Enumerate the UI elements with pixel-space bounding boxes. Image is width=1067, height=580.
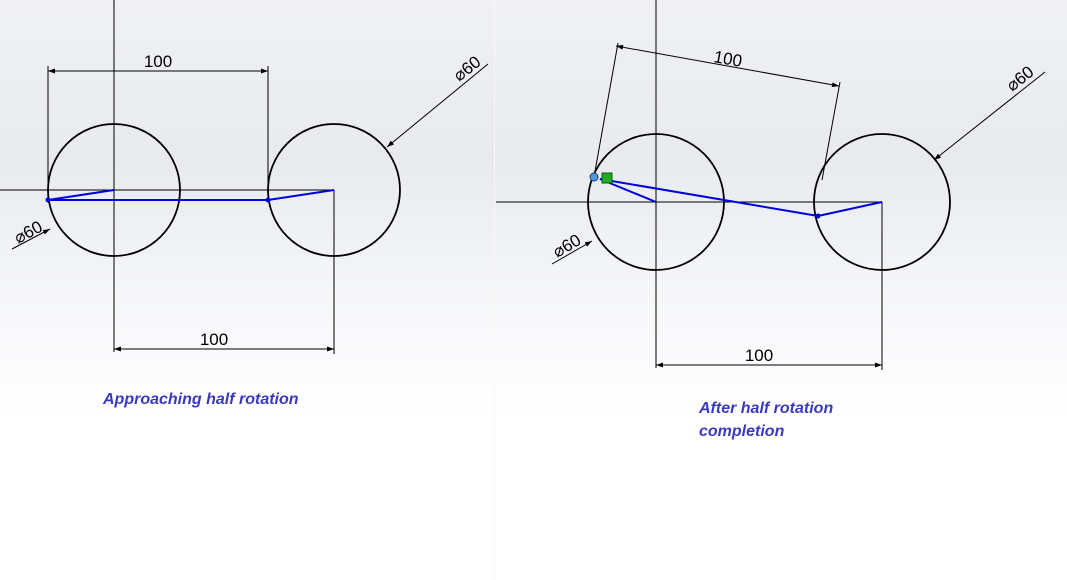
right-linkage-point[interactable] bbox=[815, 213, 821, 219]
right-top-dim-ext-2 bbox=[821, 81, 841, 181]
right-top-dim-ext-1 bbox=[593, 42, 619, 178]
right-view-panel bbox=[494, 0, 1067, 580]
right-bottom-dim-value[interactable]: 100 bbox=[745, 346, 773, 365]
right-diameter-leader-b bbox=[933, 71, 1046, 161]
left-diameter-leader-b bbox=[386, 63, 489, 148]
left-linkage-point-2[interactable] bbox=[265, 197, 271, 203]
right-circle-a[interactable] bbox=[587, 133, 725, 271]
left-view-sketch: 100 100 ⌀60 ⌀60 bbox=[0, 0, 489, 354]
panel-divider bbox=[494, 0, 495, 580]
left-linkage-point-1[interactable] bbox=[45, 197, 51, 203]
right-diameter-leader-a bbox=[551, 240, 593, 265]
right-view-sketch: 100 100 ⌀60 ⌀60 bbox=[496, 0, 1046, 370]
right-top-dim-value[interactable]: 100 bbox=[712, 47, 743, 71]
right-diameter-label-a[interactable]: ⌀60 bbox=[550, 230, 585, 261]
left-diameter-label-a[interactable]: ⌀60 bbox=[11, 217, 46, 247]
right-caption: After half rotation completion bbox=[699, 400, 834, 440]
right-endpoint-marker-green[interactable] bbox=[601, 172, 613, 184]
left-diameter-label-b[interactable]: ⌀60 bbox=[450, 52, 485, 85]
left-diameter-leader-a bbox=[11, 228, 51, 250]
left-caption: Approaching half rotation bbox=[103, 391, 299, 408]
right-diameter-label-b[interactable]: ⌀60 bbox=[1003, 62, 1038, 95]
right-endpoint-marker-blue[interactable] bbox=[589, 172, 599, 182]
left-view-panel bbox=[0, 0, 494, 580]
left-linkage[interactable] bbox=[47, 189, 335, 201]
left-bottom-dim-value[interactable]: 100 bbox=[200, 330, 228, 349]
right-top-dim-line[interactable] bbox=[615, 44, 840, 88]
right-linkage[interactable] bbox=[599, 178, 883, 218]
left-top-dim-value[interactable]: 100 bbox=[144, 52, 172, 71]
